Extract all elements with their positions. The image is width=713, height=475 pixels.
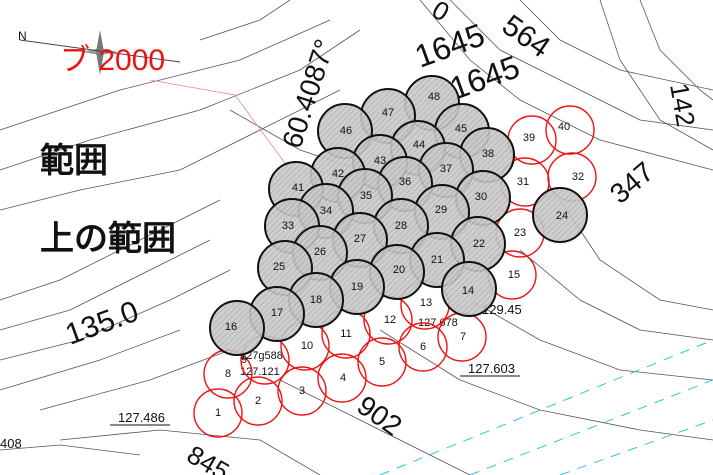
gray-label-33: 33 (282, 220, 294, 232)
gray-label-44: 44 (413, 139, 425, 151)
red-label-8: 8 (225, 368, 231, 380)
gray-label-27: 27 (354, 233, 366, 245)
gray-label-21: 21 (431, 254, 443, 266)
red-circle-40 (545, 105, 595, 155)
compass-rose-icon (19, 30, 181, 75)
red-label-5: 5 (379, 356, 385, 368)
gray-label-29: 29 (435, 204, 447, 216)
red-label-4: 4 (340, 372, 346, 384)
gray-circle-24 (532, 187, 588, 243)
red-circle-6 (398, 322, 448, 372)
gray-circle-16 (209, 300, 265, 356)
red-label-3: 3 (299, 385, 305, 397)
gray-label-22: 22 (473, 238, 485, 250)
scale-label: ブ 2000 (60, 44, 165, 77)
note-127-678: 127.678 (418, 317, 458, 329)
gray-label-17: 17 (271, 307, 283, 319)
red-label-10: 10 (301, 340, 313, 352)
red-label-32: 32 (572, 171, 584, 183)
red-label-39: 39 (523, 132, 535, 144)
red-circle-1 (193, 388, 243, 438)
red-label-12: 12 (384, 314, 396, 326)
red-label-15: 15 (508, 269, 520, 281)
red-circle-5 (357, 337, 407, 387)
gray-label-25: 25 (273, 261, 285, 273)
gray-circles (209, 75, 588, 356)
red-label-6: 6 (420, 341, 426, 353)
gray-label-45: 45 (455, 123, 467, 135)
gray-label-42: 42 (332, 168, 344, 180)
gray-label-43: 43 (374, 155, 386, 167)
gray-circle-14 (441, 261, 497, 317)
dimension-902: 902 (352, 390, 408, 442)
red-label-11: 11 (340, 328, 351, 340)
dimension-0: 0 (427, 0, 455, 27)
gray-label-38: 38 (482, 148, 494, 160)
gray-label-18: 18 (310, 294, 322, 306)
gray-label-26: 26 (314, 246, 326, 258)
red-label-9: 9 (241, 354, 247, 366)
gray-label-46: 46 (340, 125, 352, 137)
note-127g588: 127g588 (240, 350, 283, 362)
red-label-2: 2 (255, 395, 261, 407)
gray-label-34: 34 (320, 205, 332, 217)
red-label-31: 31 (517, 176, 529, 188)
gray-label-37: 37 (440, 163, 452, 175)
gray-label-14: 14 (462, 285, 474, 297)
elevation-129-45: 129.45 (482, 302, 522, 317)
note-127-121: 127.121 (240, 366, 280, 378)
range-label-2: 上の範囲 (40, 220, 176, 258)
red-circle-2 (233, 376, 283, 426)
gray-label-47: 47 (382, 107, 394, 119)
red-circle-3 (277, 366, 327, 416)
gray-label-20: 20 (393, 264, 405, 276)
red-label-40: 40 (558, 121, 570, 133)
gray-label-48: 48 (428, 91, 440, 103)
red-label-7: 7 (460, 331, 466, 343)
elevation-135: 135.0 (61, 295, 143, 352)
north-label: N (18, 29, 27, 43)
gray-label-16: 16 (225, 321, 237, 333)
gray-label-24: 24 (556, 210, 568, 222)
gray-label-41: 41 (292, 182, 304, 194)
elevation-127-486: 127.486 (118, 410, 165, 425)
gray-label-36: 36 (399, 176, 411, 188)
gray-label-30: 30 (475, 191, 487, 203)
red-label-13: 13 (420, 297, 432, 309)
elevation-408: 408 (0, 436, 22, 451)
dimension-845: 845 (182, 439, 235, 475)
pink-boundary (149, 79, 291, 171)
range-label-1: 範囲 (40, 142, 108, 180)
red-label-23: 23 (514, 227, 526, 239)
gray-label-35: 35 (360, 190, 372, 202)
dimension-347: 347 (604, 156, 660, 210)
gray-label-19: 19 (351, 281, 363, 293)
dimension-142: 142 (664, 81, 701, 129)
red-label-1: 1 (215, 407, 221, 419)
red-circle-labels: 40 39 32 31 23 15 13 12 11 10 9 8 7 6 5 … (215, 121, 584, 419)
elevation-127-603: 127.603 (468, 361, 515, 376)
gray-label-28: 28 (395, 220, 407, 232)
water-lines (379, 339, 713, 475)
gray-circle-labels: 48 47 46 45 44 43 42 41 38 37 36 35 34 3… (225, 91, 568, 333)
red-circle-4 (317, 353, 367, 403)
